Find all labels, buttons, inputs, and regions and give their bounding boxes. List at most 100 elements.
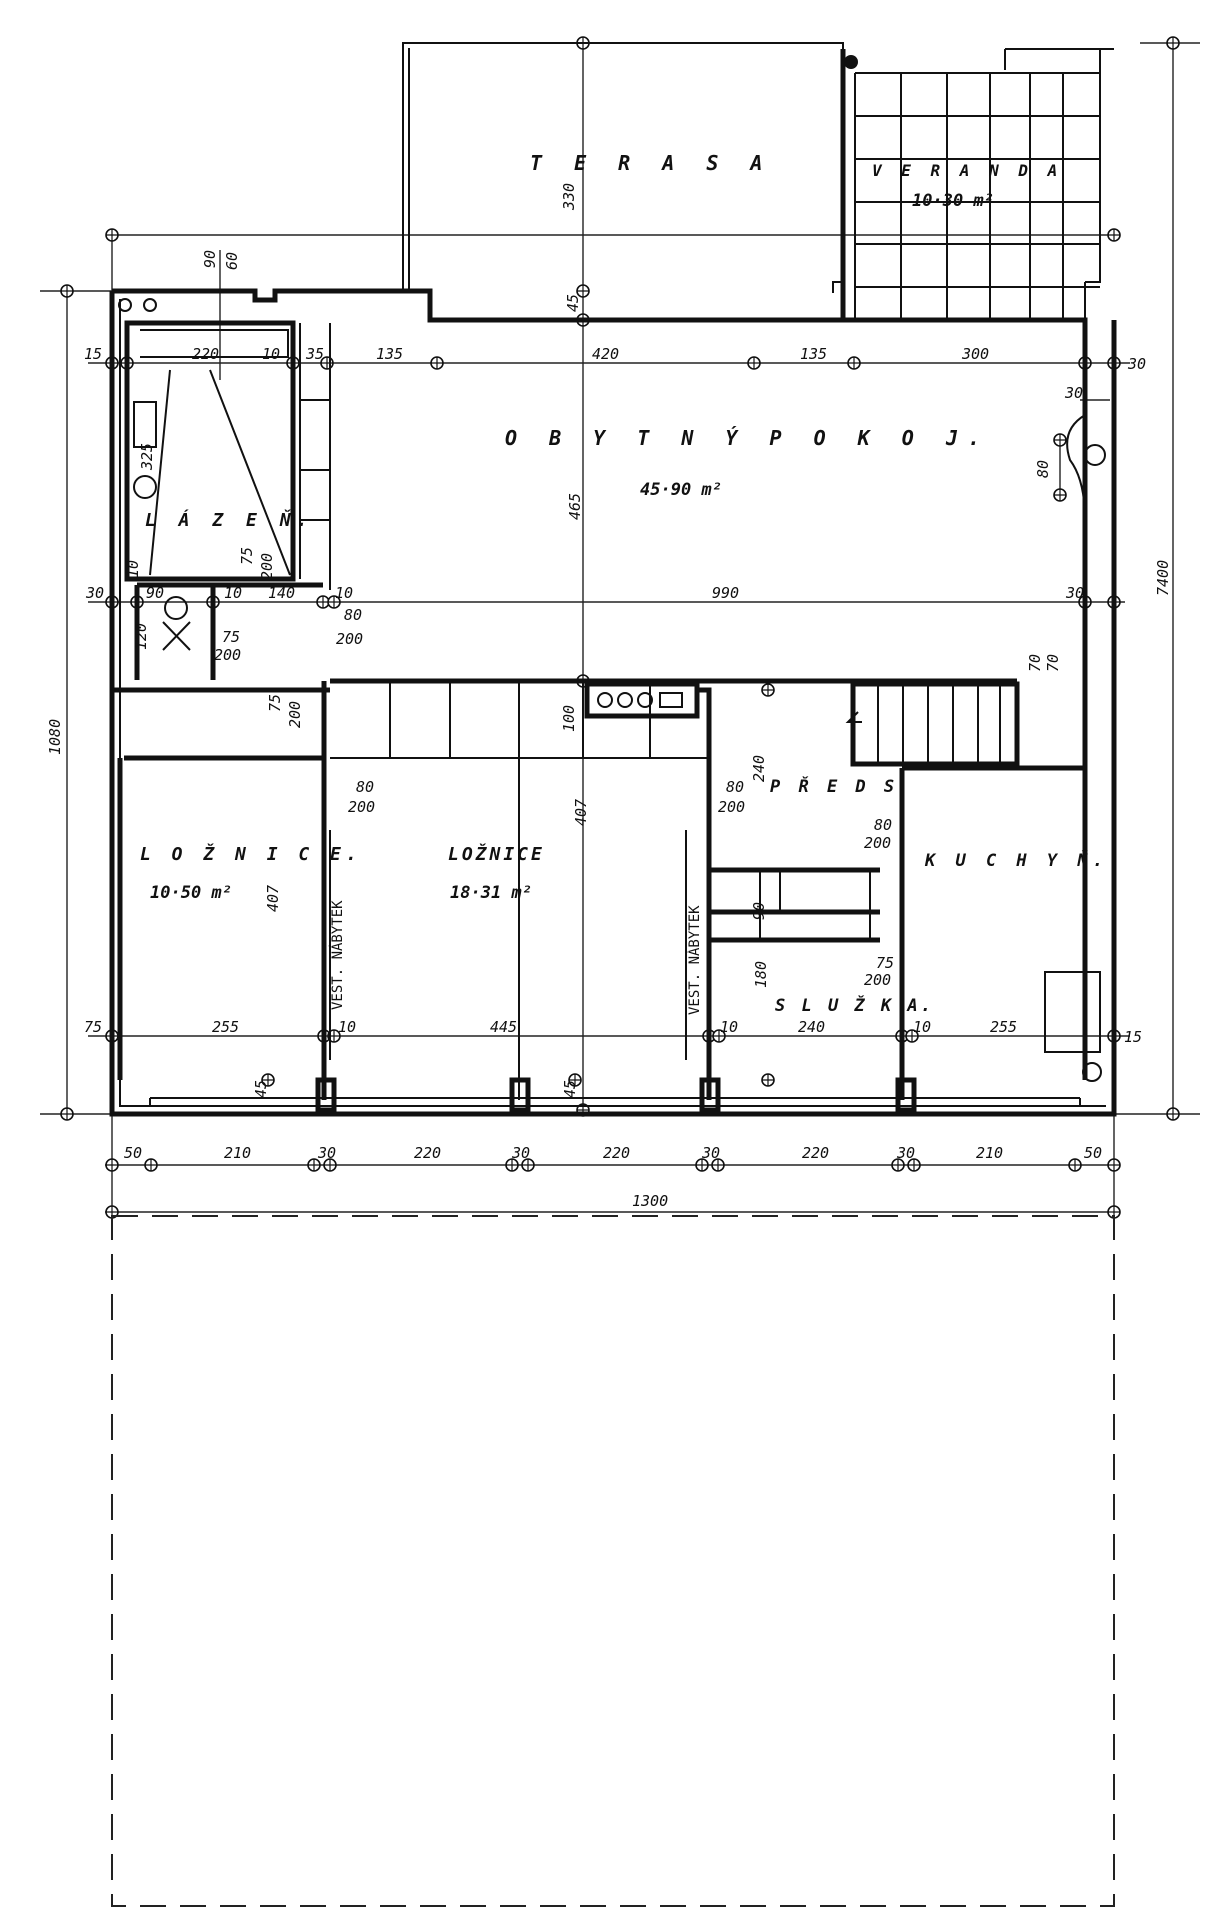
dim: 210 [976, 1144, 1003, 1162]
dim: 325 [138, 443, 156, 471]
label-obytny-pokoj: O B Y T N Ý P O K O J. [505, 426, 990, 450]
dim: 90 [146, 584, 164, 602]
dim: 75 [84, 1018, 102, 1036]
dimension-marker-cross [262, 1074, 274, 1086]
dim: 10 [224, 584, 242, 602]
stove [584, 681, 700, 719]
dimension-marker-cross [106, 229, 118, 241]
dimension-marker-cross [324, 1159, 336, 1171]
dimension-marker-cross [577, 285, 589, 297]
label-kuchyn: K U C H Y Ň. [924, 849, 1108, 871]
kitchen-stove [1044, 971, 1101, 1053]
dim: 80 [356, 778, 374, 796]
dim: 120 [132, 623, 150, 650]
dim: 10 [720, 1018, 738, 1036]
column-dot [844, 55, 858, 69]
label-veranda: V E R A N D A [872, 161, 1062, 180]
dimension-marker-cross [696, 1159, 708, 1171]
dimension-marker-cross [713, 1030, 725, 1042]
label-lazen: L Á Z E Ň. [145, 509, 313, 531]
dim: 10 [262, 345, 280, 363]
dim: 30 [85, 584, 104, 602]
walls [109, 288, 1117, 1117]
dim: 75 [238, 547, 256, 565]
dimension-labels: 330 90 60 45 15 220 10 35 135 420 135 30… [46, 183, 1172, 1210]
dim: 990 [712, 584, 739, 602]
dim: 445 [490, 1018, 517, 1036]
dimension-marker-cross [848, 357, 860, 369]
dim: 15 [1124, 1028, 1142, 1046]
dim: 220 [192, 345, 219, 363]
washbasin-icon [133, 475, 157, 499]
dim: 465 [566, 493, 584, 520]
dim: 30 [701, 1144, 720, 1162]
dim: 220 [603, 1144, 630, 1162]
dim: 420 [592, 345, 619, 363]
dim-overall-right: 7400 [1154, 560, 1172, 596]
dim: 210 [224, 1144, 251, 1162]
room-labels: T E R A S A V E R A N D A 10·30 m² O B Y… [140, 151, 1108, 1016]
dim: 200 [214, 646, 241, 664]
dim: 50 [124, 1144, 142, 1162]
dim: 90 [201, 250, 219, 268]
dim: 200 [864, 971, 891, 989]
dim: 70 [1026, 654, 1044, 672]
dimension-marker-cross [1167, 37, 1179, 49]
dim: 45 [564, 294, 582, 312]
dimension-marker-cross [431, 357, 443, 369]
dimension-marker-cross [712, 1159, 724, 1171]
dim: 75 [266, 694, 284, 712]
label-loznice-1: L O Ž N I C E. [140, 843, 362, 865]
dim: 75 [876, 954, 894, 972]
dim: 240 [798, 1018, 825, 1036]
dimension-marker-cross [1069, 1159, 1081, 1171]
dimension-marker-cross [522, 1159, 534, 1171]
dimension-marker-cross [569, 1074, 581, 1086]
dim-overall-left: 1080 [46, 719, 64, 755]
dimension-marker-cross [328, 596, 340, 608]
dim: 100 [560, 705, 578, 732]
dimension-marker-cross [762, 1074, 774, 1086]
dimension-marker-cross [906, 1030, 918, 1042]
dim: 240 [750, 755, 768, 782]
dimension-marker-cross [748, 357, 760, 369]
label-sluzka: S L U Ž K A. [775, 994, 934, 1016]
label-vest-nabytek-1: VEST. NÁBYTEK [329, 900, 346, 1010]
dim: 407 [572, 799, 590, 826]
dim: 75 [222, 628, 240, 646]
dim: 180 [752, 961, 770, 988]
dim: 30 [1065, 584, 1084, 602]
dimension-marker-cross [308, 1159, 320, 1171]
dim: 200 [336, 630, 363, 648]
dim: 135 [800, 345, 827, 363]
dim: 90 [750, 902, 768, 920]
dimension-marker-cross [892, 1159, 904, 1171]
dim: 10 [913, 1018, 931, 1036]
dim: 330 [560, 183, 578, 211]
dim: 135 [376, 345, 403, 363]
dim: 30 [1064, 384, 1083, 402]
label-terasa: T E R A S A [530, 151, 772, 175]
dim-total: 1300 [632, 1192, 668, 1210]
dim: 70 [1044, 654, 1062, 672]
dim: 10 [124, 560, 142, 578]
dim: 140 [268, 584, 295, 602]
dimension-marker-cross [506, 1159, 518, 1171]
bathtub-tap [133, 401, 157, 448]
label-loznice-1-area: 10·50 m² [150, 883, 232, 903]
dim: 80 [344, 606, 362, 624]
dim: 220 [802, 1144, 829, 1162]
dim: 45 [561, 1080, 579, 1098]
dim: 45 [252, 1080, 270, 1098]
dimension-marker-cross [1108, 1159, 1120, 1171]
dimension-marker-cross [762, 684, 774, 696]
staircase [845, 681, 1020, 767]
dimension-marker-cross [908, 1159, 920, 1171]
dimension-marker-cross [1054, 489, 1066, 501]
dimension-marker-cross [106, 1159, 118, 1171]
dim: 30 [896, 1144, 915, 1162]
dim: 200 [864, 834, 891, 852]
dimension-marker-cross [145, 1159, 157, 1171]
dim: 200 [348, 798, 375, 816]
